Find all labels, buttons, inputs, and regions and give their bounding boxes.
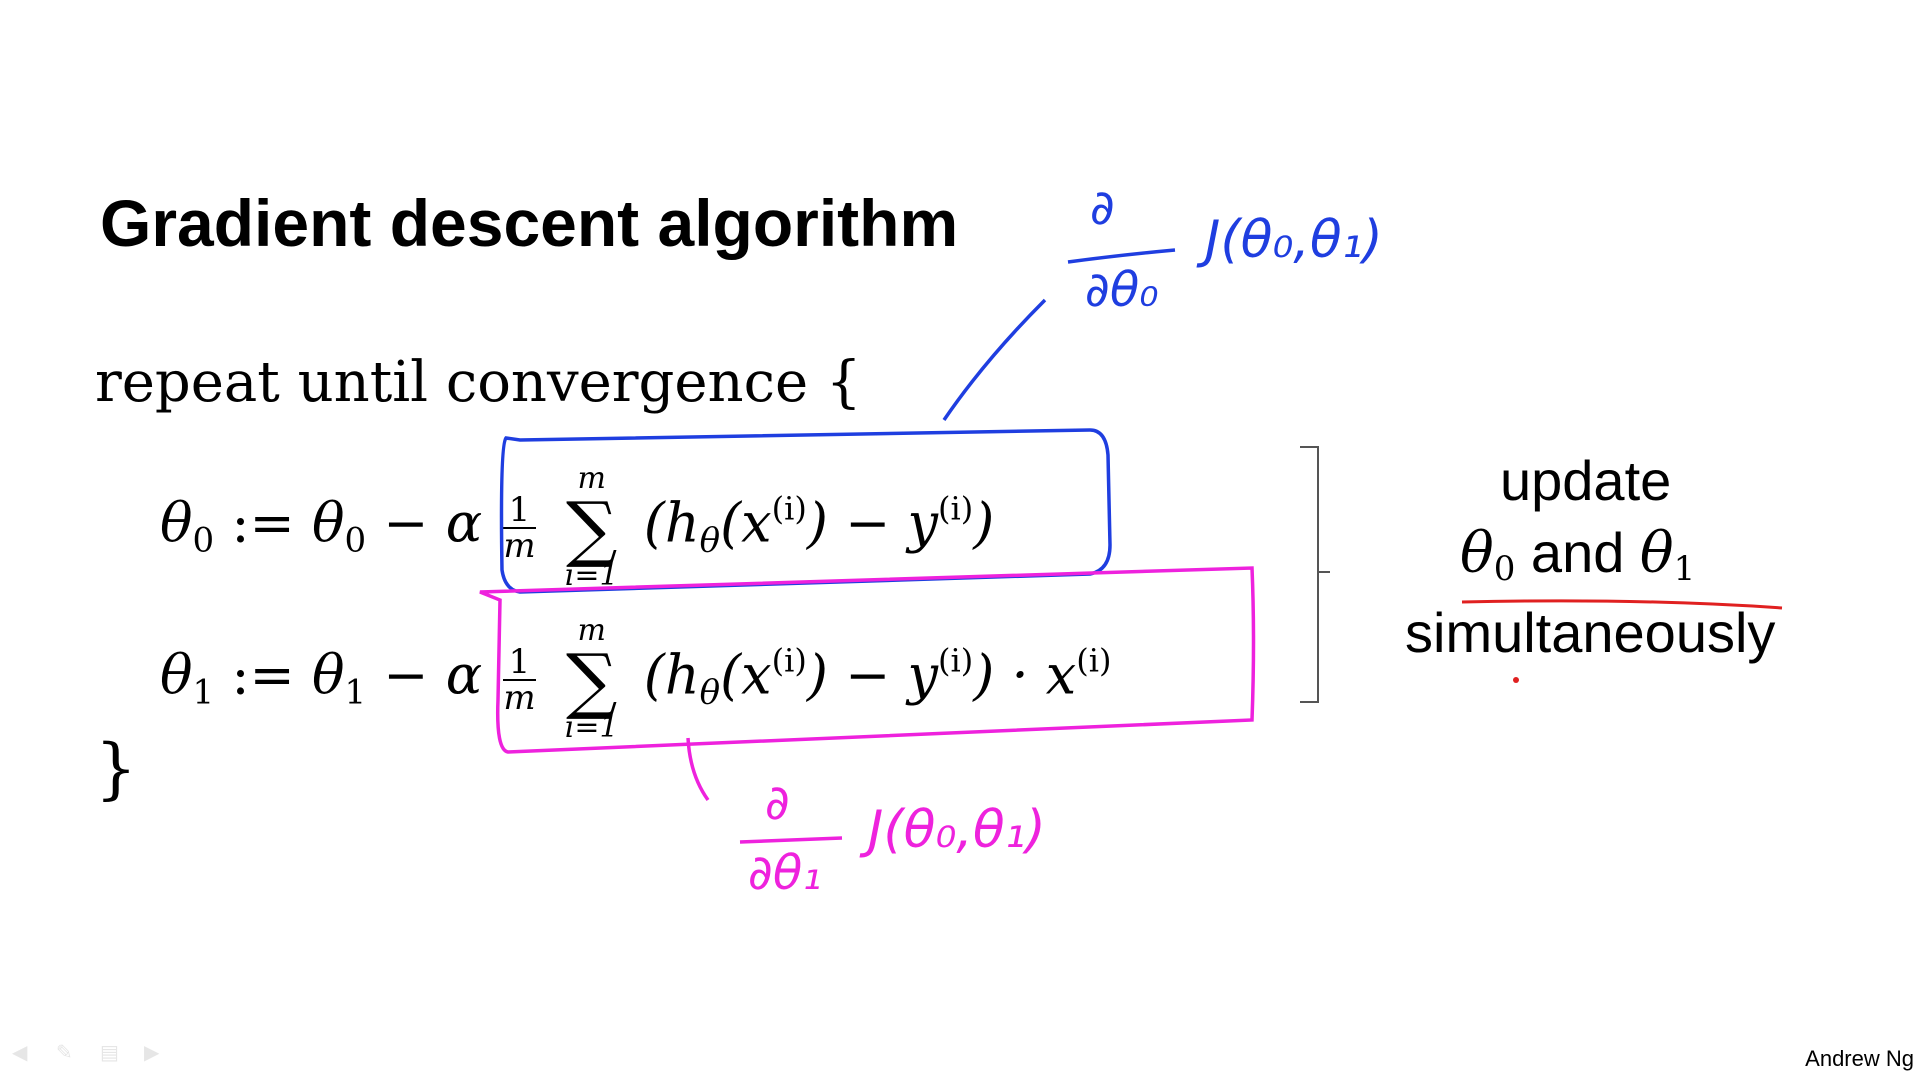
lhs-var: θ: [160, 643, 193, 707]
body-close: ): [973, 491, 995, 555]
repeat-line: repeat until convergence {: [95, 350, 862, 415]
lhs-sub: 0: [192, 520, 215, 561]
summation: m ∑ i=1: [564, 613, 619, 745]
body-x: (x: [720, 491, 772, 555]
rhs-sub: 1: [344, 672, 367, 713]
minus-alpha: − α: [383, 643, 483, 707]
forward-arrow-icon[interactable]: ▶: [144, 1040, 160, 1064]
theta-a-sub: 0: [1493, 549, 1516, 589]
theta-b-sub: 1: [1673, 549, 1696, 589]
lhs-sub: 1: [192, 672, 215, 713]
body-sup2: (i): [938, 641, 974, 680]
sum-symbol: ∑: [565, 637, 618, 722]
assign-op: :=: [231, 491, 295, 555]
pink-highlight-box: [479, 566, 1256, 754]
body-open: (h: [643, 491, 700, 555]
fraction-denominator: m: [503, 677, 536, 718]
minus-alpha: − α: [383, 491, 483, 555]
side-note-update: update: [1500, 449, 1672, 512]
body-sup1: (i): [771, 489, 807, 528]
update-equation-theta0: θ0 := θ0 − α 1 m m ∑ i=1 (hθ(x(i)) − y(i…: [160, 461, 995, 593]
theta-b-var: θ: [1639, 521, 1674, 586]
body-mid: ) − y: [806, 491, 938, 555]
menu-icon[interactable]: ▤: [100, 1040, 119, 1064]
side-note-simultaneously: simultaneously: [1405, 601, 1776, 664]
sum-lower: i=1: [564, 557, 619, 593]
side-note-thetas: θ0 and θ1: [1460, 520, 1695, 589]
tail-sup: (i): [1076, 641, 1112, 680]
blue-derivative-numerator: ∂: [1090, 180, 1115, 236]
summation: m ∑ i=1: [564, 461, 619, 593]
pink-fraction-bar: [739, 836, 843, 844]
pink-derivative-numerator: ∂: [765, 775, 790, 831]
rhs-sub: 0: [344, 520, 367, 561]
slideshow-controls: ◀ ✎ ▤ ▶: [12, 1042, 170, 1062]
rhs-var: θ: [311, 643, 345, 707]
blue-derivative-denominator: ∂θ₀: [1085, 262, 1159, 318]
body-close: ): [973, 643, 995, 707]
update-bracket: [1300, 446, 1330, 703]
sum-upper: m: [577, 613, 606, 648]
body-sup1: (i): [771, 641, 807, 680]
body-mid: ) − y: [806, 643, 938, 707]
fraction-denominator: m: [503, 525, 536, 566]
red-dot: [1513, 677, 1519, 683]
blue-connector: [942, 298, 1047, 421]
body-sub: θ: [699, 520, 721, 561]
theta-a: θ0: [1460, 521, 1516, 589]
assign-op: :=: [231, 643, 295, 707]
theta-b: θ1: [1639, 521, 1696, 589]
rhs-var: θ: [311, 491, 345, 555]
fraction-numerator: 1: [503, 645, 536, 681]
body-sub: θ: [699, 672, 721, 713]
pink-cost-expression: J(θ₀,θ₁): [868, 800, 1046, 860]
pink-derivative-denominator: ∂θ₁: [748, 845, 822, 901]
blue-fraction-bar: [1067, 248, 1176, 264]
tail-x: · x: [1011, 643, 1077, 707]
back-arrow-icon[interactable]: ◀: [12, 1040, 28, 1064]
author-credit: Andrew Ng: [1805, 1046, 1914, 1071]
blue-cost-expression: J(θ₀,θ₁): [1205, 210, 1383, 270]
lhs-var: θ: [160, 491, 193, 555]
fraction: 1 m: [503, 493, 536, 566]
sum-lower: i=1: [564, 709, 619, 745]
blue-highlight-box: [499, 428, 1112, 594]
body-x: (x: [720, 643, 772, 707]
pink-connector: [686, 737, 710, 802]
fraction-numerator: 1: [503, 493, 536, 529]
closing-brace: }: [95, 730, 137, 807]
update-equation-theta1: θ1 := θ1 − α 1 m m ∑ i=1 (hθ(x(i)) − y(i…: [160, 613, 1112, 745]
body-open: (h: [643, 643, 700, 707]
and-word: and: [1530, 521, 1625, 584]
slide-title: Gradient descent algorithm: [100, 186, 959, 260]
red-underline: [1461, 599, 1783, 610]
theta-a-var: θ: [1460, 521, 1494, 586]
fraction: 1 m: [503, 645, 536, 718]
sum-upper: m: [577, 461, 606, 496]
sum-symbol: ∑: [565, 485, 618, 570]
body-sup2: (i): [938, 489, 974, 528]
pen-icon[interactable]: ✎: [56, 1040, 73, 1064]
